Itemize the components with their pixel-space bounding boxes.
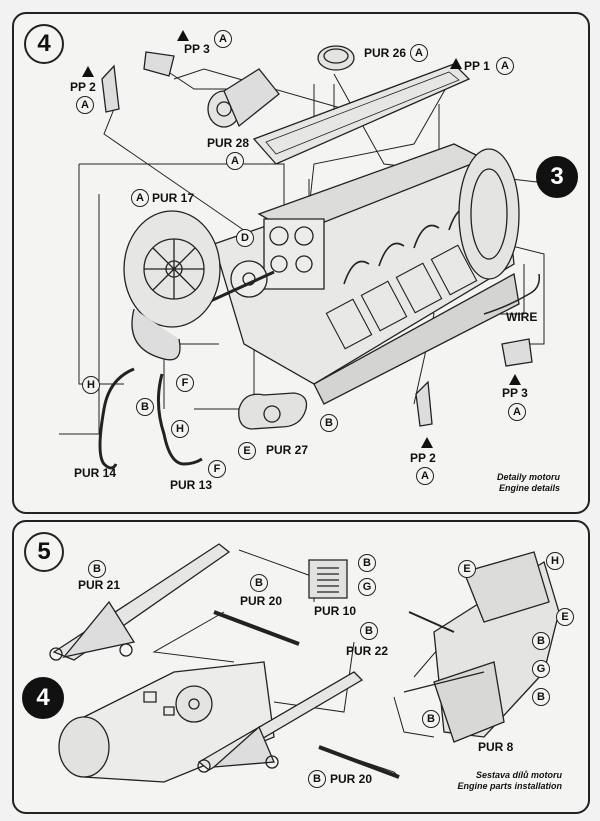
bubble-e: E: [458, 560, 476, 578]
caption-line-cz: Sestava dílů motoru: [475, 770, 562, 780]
engine-installation-drawing: [14, 522, 588, 812]
bubble-b: B: [358, 554, 376, 572]
caption-line-en: Engine details: [498, 483, 560, 493]
label-pur13: PUR 13: [170, 478, 213, 492]
engine-details-drawing: [14, 14, 588, 512]
label-pur21: PUR 21: [78, 578, 121, 592]
part-pur17: [124, 211, 220, 360]
bubble-f: F: [208, 460, 226, 478]
bubble-b: B: [422, 710, 440, 728]
bubble-g: G: [532, 660, 550, 678]
label-pur20-bottom: PUR 20: [330, 772, 373, 786]
label-pur14: PUR 14: [74, 466, 117, 480]
bubble-a: A: [508, 403, 526, 421]
caption-line-cz: Detaily motoru: [496, 472, 560, 482]
part-pur10: [309, 560, 347, 598]
ref-step-3: 3: [536, 156, 578, 198]
panel-step-5: 5 4 B PUR 21 B PUR 20 B G PUR 10 B PUR 2…: [12, 520, 590, 814]
part-pp2-left: [102, 66, 119, 112]
label-pp3-top: PP 3: [184, 42, 210, 56]
label-pur28: PUR 28: [207, 136, 250, 150]
part-pp2-bottom: [416, 382, 432, 426]
ref-step-4: 4: [22, 677, 64, 719]
bubble-b: B: [532, 688, 550, 706]
bubble-h: H: [546, 552, 564, 570]
bubble-e: E: [556, 608, 574, 626]
bubble-b: B: [308, 770, 326, 788]
step-number-4: 4: [24, 24, 64, 64]
warning-icon: [177, 30, 189, 41]
label-pp1: PP 1: [464, 59, 490, 73]
bubble-a: A: [131, 189, 149, 207]
bubble-b: B: [360, 622, 378, 640]
bubble-e: E: [238, 442, 256, 460]
label-pur8: PUR 8: [478, 740, 514, 754]
part-pp3-top: [144, 52, 174, 76]
warning-icon: [82, 66, 94, 77]
bubble-b: B: [136, 398, 154, 416]
bubble-d: D: [236, 229, 254, 247]
bubble-a: A: [226, 152, 244, 170]
caption-installation: Sestava dílů motoru Engine parts install…: [457, 770, 562, 792]
part-pur14: [100, 369, 134, 468]
part-pur27: [239, 393, 307, 429]
caption-line-en: Engine parts installation: [457, 781, 562, 791]
part-pur28: [208, 69, 279, 127]
part-pur26: [318, 46, 354, 70]
warning-icon: [421, 437, 433, 448]
bubble-f: F: [176, 374, 194, 392]
label-pur26: PUR 26: [364, 46, 407, 60]
label-pur10: PUR 10: [314, 604, 357, 618]
bubble-b: B: [532, 632, 550, 650]
label-pp2-bottom: PP 2: [410, 451, 436, 465]
bubble-b: B: [88, 560, 106, 578]
bubble-b: B: [250, 574, 268, 592]
label-pur20-top: PUR 20: [240, 594, 283, 608]
label-pp2-left: PP 2: [70, 80, 96, 94]
part-pp3-right: [502, 339, 532, 366]
bubble-a: A: [76, 96, 94, 114]
bubble-a: A: [496, 57, 514, 75]
part-wire: [484, 274, 539, 314]
bubble-b: B: [320, 414, 338, 432]
label-wire: WIRE: [506, 310, 538, 324]
bubble-h: H: [171, 420, 189, 438]
part-pur22: [198, 672, 362, 772]
bubble-h: H: [82, 376, 100, 394]
warning-icon: [450, 58, 462, 69]
label-pp3-right: PP 3: [502, 386, 528, 400]
bubble-g: G: [358, 578, 376, 596]
cover-gasket: [254, 64, 469, 164]
bubble-a: A: [416, 467, 434, 485]
label-pur22: PUR 22: [346, 644, 389, 658]
step-number-5: 5: [24, 532, 64, 572]
label-pur27: PUR 27: [266, 443, 309, 457]
bubble-a: A: [214, 30, 232, 48]
part-pur13: [158, 374, 202, 464]
part-pur20-top: [214, 612, 299, 644]
part-pur20-bottom: [319, 747, 399, 777]
part-pur8: [404, 552, 559, 742]
caption-engine-details: Detaily motoru Engine details: [497, 472, 560, 494]
bubble-a: A: [410, 44, 428, 62]
label-pur17: PUR 17: [152, 191, 195, 205]
part-pur21: [50, 544, 229, 660]
warning-icon: [509, 374, 521, 385]
panel-step-4: 4 3 PP 3 A PP 2 A PUR 26 A PP 1 A PUR 28…: [12, 12, 590, 514]
engine-block: [204, 144, 519, 404]
